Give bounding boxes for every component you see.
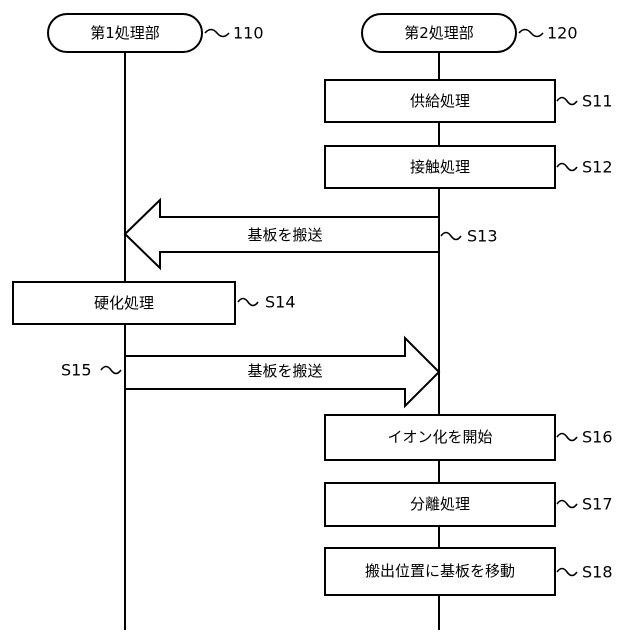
step-s12-leader	[557, 164, 577, 171]
step-s12-id: S12	[582, 158, 613, 177]
step-s13-label: 基板を搬送	[247, 226, 322, 244]
step-s18-leader	[557, 569, 577, 576]
step-s12-label: 接触処理	[410, 158, 470, 176]
step-s13-leader	[441, 233, 461, 240]
step-s16-leader	[557, 434, 577, 441]
step-s17-id: S17	[582, 495, 613, 514]
step-s16-id: S16	[582, 428, 613, 447]
step-s11-leader	[557, 98, 577, 105]
unit-header-110: 第1処理部 110	[48, 14, 264, 52]
step-s15: 基板を搬送 S15	[61, 338, 439, 406]
ref-leader-120	[519, 30, 543, 37]
step-s14-leader	[238, 299, 258, 306]
step-s18: 搬出位置に基板を移動 S18	[325, 548, 613, 595]
unit-120-ref: 120	[547, 24, 578, 43]
step-s11-label: 供給処理	[410, 92, 470, 110]
unit-header-120: 第2処理部 120	[362, 14, 578, 52]
step-s17: 分離処理 S17	[325, 483, 613, 526]
step-s17-label: 分離処理	[410, 495, 470, 513]
step-s12: 接触処理 S12	[325, 146, 613, 188]
step-s15-leader	[101, 367, 121, 374]
step-s13: 基板を搬送 S13	[125, 200, 498, 268]
step-s15-label: 基板を搬送	[247, 362, 322, 380]
step-s15-id: S15	[61, 361, 92, 380]
step-s11-id: S11	[582, 92, 613, 111]
step-s18-id: S18	[582, 563, 613, 582]
step-s13-id: S13	[467, 227, 498, 246]
unit-120-name: 第2処理部	[404, 24, 474, 42]
step-s18-label: 搬出位置に基板を移動	[365, 562, 515, 580]
step-s14-id: S14	[265, 293, 296, 312]
step-s16: イオン化を開始 S16	[325, 415, 613, 460]
step-s14: 硬化処理 S14	[13, 282, 296, 324]
unit-110-ref: 110	[233, 24, 264, 43]
ref-leader-110	[205, 30, 229, 37]
step-s16-label: イオン化を開始	[387, 428, 492, 446]
unit-110-name: 第1処理部	[90, 24, 160, 42]
step-s17-leader	[557, 501, 577, 508]
step-s11: 供給処理 S11	[325, 80, 613, 122]
step-s14-label: 硬化処理	[94, 294, 154, 312]
